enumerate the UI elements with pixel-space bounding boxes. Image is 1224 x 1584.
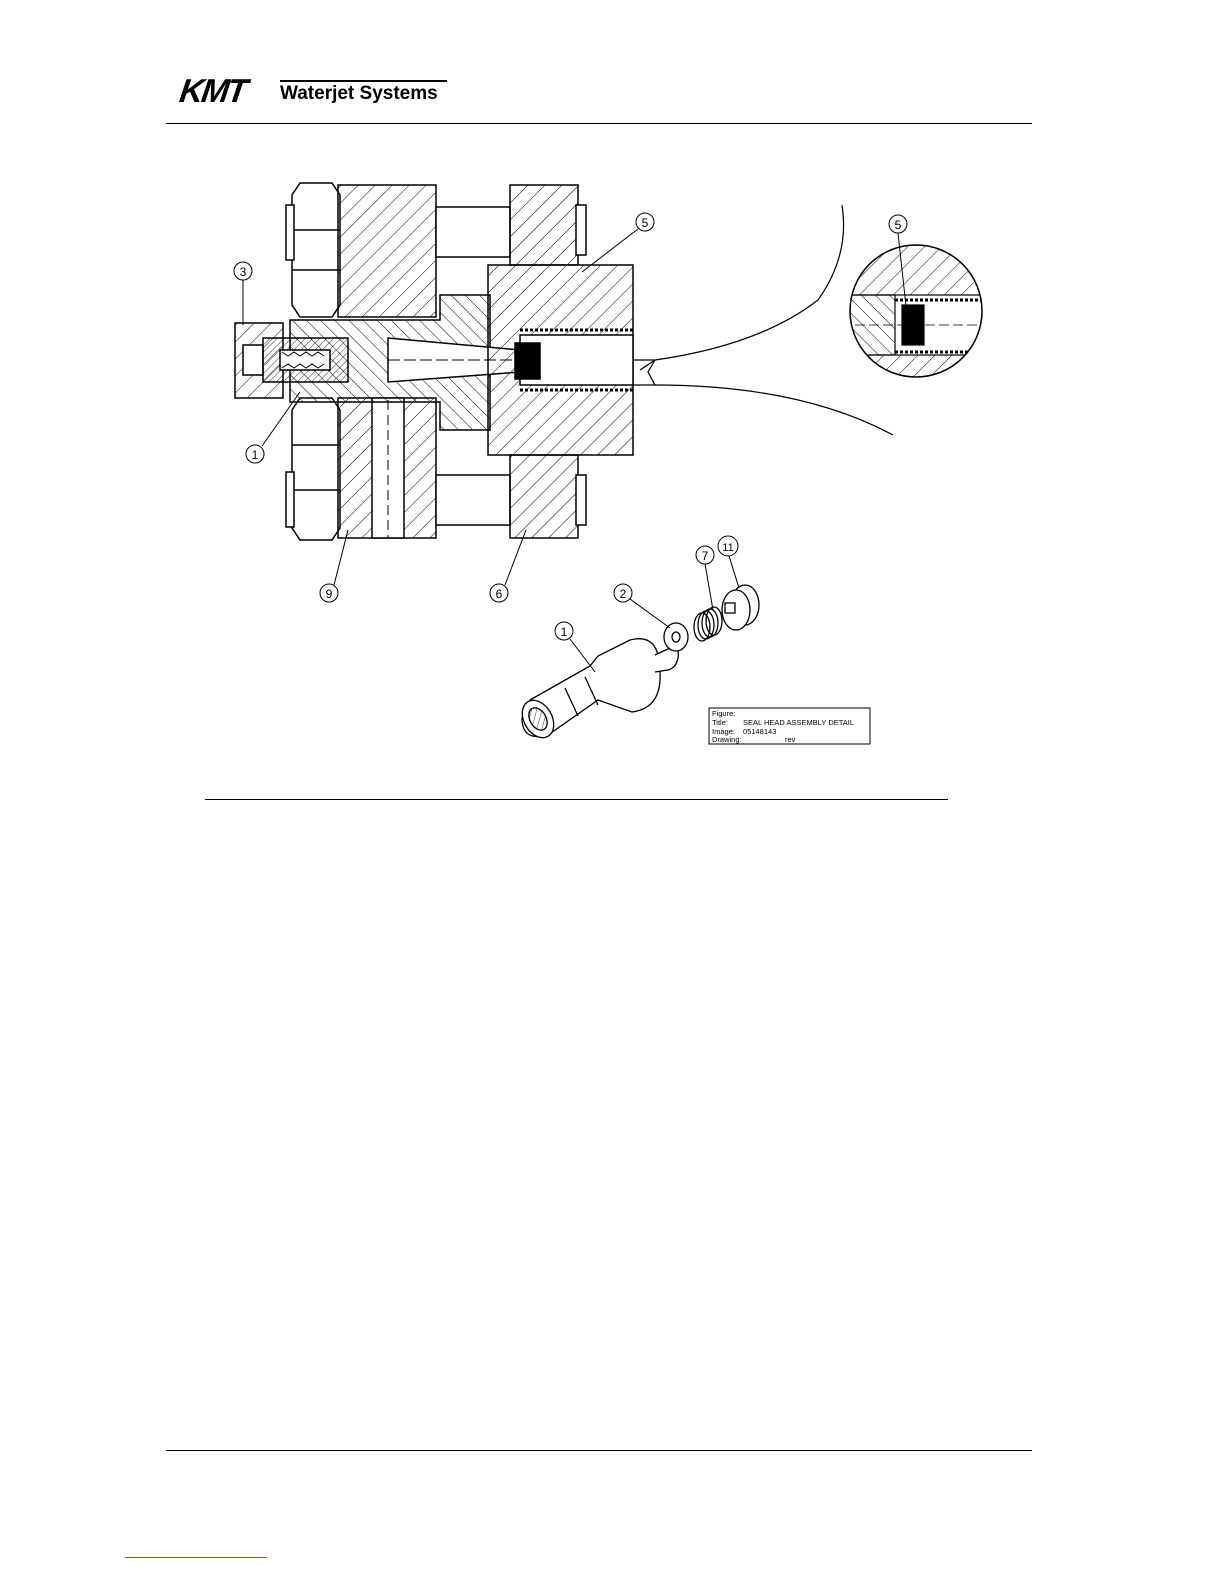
- svg-text:1: 1: [561, 625, 568, 639]
- title-block-rev-label: rev: [785, 735, 796, 744]
- callout-5-section: 5: [582, 213, 654, 272]
- title-block-drawing-label: Drawing:: [712, 735, 742, 744]
- footer-link-underline[interactable]: [125, 1557, 267, 1558]
- footer-rule: [166, 1450, 1032, 1451]
- callout-11: 11: [718, 536, 739, 588]
- svg-text:3: 3: [240, 265, 247, 279]
- svg-text:5: 5: [642, 216, 649, 230]
- callout-3: 3: [234, 262, 252, 325]
- title-block-figure-label: Figure:: [712, 709, 735, 718]
- figure-rule: [205, 799, 948, 800]
- svg-text:7: 7: [702, 549, 709, 563]
- svg-text:9: 9: [326, 587, 333, 601]
- callout-1-exploded: 1: [555, 622, 595, 672]
- svg-text:2: 2: [620, 587, 627, 601]
- title-block-image-value: 05148143: [743, 727, 776, 736]
- svg-text:6: 6: [496, 587, 503, 601]
- svg-text:1: 1: [252, 448, 259, 462]
- svg-text:5: 5: [895, 218, 902, 232]
- callout-9: 9: [320, 530, 348, 602]
- svg-text:11: 11: [722, 542, 733, 554]
- callout-2: 2: [614, 584, 670, 628]
- cross-section-view: [235, 183, 633, 540]
- title-block: Figure: Title: SEAL HEAD ASSEMBLY DETAIL…: [709, 708, 870, 744]
- title-block-title-label: Title:: [712, 718, 728, 727]
- callout-7: 7: [696, 546, 714, 610]
- callout-6: 6: [490, 530, 526, 602]
- title-block-title-value: SEAL HEAD ASSEMBLY DETAIL: [743, 718, 854, 727]
